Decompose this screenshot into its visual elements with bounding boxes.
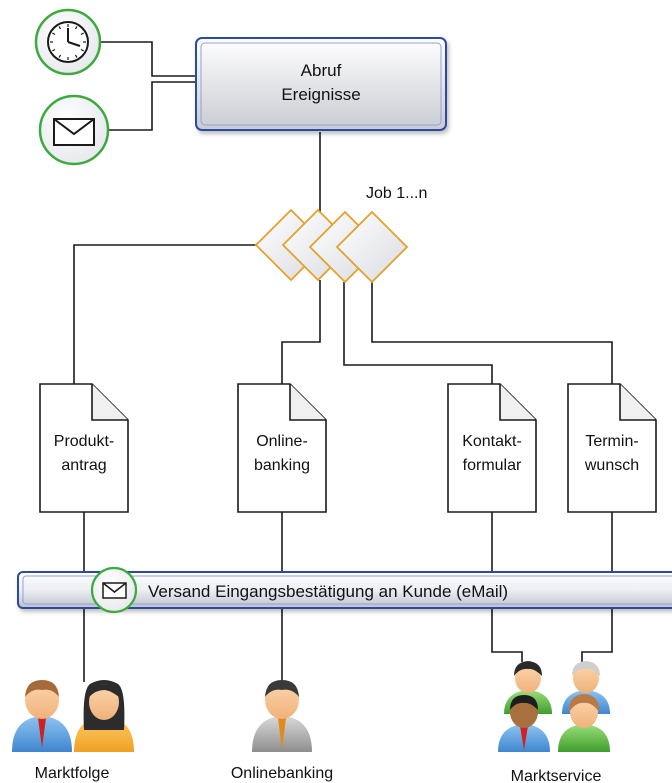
mail-connector	[108, 81, 198, 131]
job-label: Job 1...n	[366, 185, 427, 202]
notification-bar-label: Versand Eingangsbestätigung an Kunde (eM…	[148, 582, 508, 601]
recipient-label-marktfolge: Marktfolge	[35, 765, 110, 782]
document-label-line1: Produkt-	[54, 433, 114, 450]
person-male-icon	[498, 695, 550, 752]
notification-bar	[17, 571, 672, 609]
document-onlinebanking	[237, 383, 327, 513]
clock-trigger	[34, 8, 102, 76]
document-kontaktformular	[447, 383, 537, 513]
marktfolge-group-icon	[12, 680, 134, 752]
document-produktantrag	[39, 383, 129, 513]
person-male-icon	[12, 680, 72, 752]
branch-produktantrag	[73, 244, 262, 384]
recipient-label-onlinebanking: Onlinebanking	[231, 765, 333, 782]
marktservice-group-icon	[498, 661, 610, 752]
document-label-line1: Termin-	[585, 433, 638, 450]
branch-kontaktformular	[343, 282, 493, 384]
onlinebanking-person-icon	[252, 680, 312, 752]
start-box-line2: Ereignisse	[281, 85, 360, 104]
document-label-line1: Online-	[256, 433, 308, 450]
envelope-icon	[102, 582, 127, 599]
document-terminwunsch	[567, 383, 657, 513]
branch-onlinebanking	[281, 280, 321, 384]
document-label-line2: formular	[463, 457, 522, 474]
document-label-line1: Kontakt-	[462, 433, 522, 450]
start-box-line1: Abruf	[301, 61, 342, 80]
document-label-line2: wunsch	[584, 457, 639, 474]
document-label-line2: antrag	[61, 457, 106, 474]
job-diamonds	[254, 208, 409, 284]
clock-icon	[47, 21, 89, 63]
notification-mail-badge	[90, 566, 138, 614]
person-female-icon	[74, 680, 134, 752]
branch-terminwunsch	[371, 282, 613, 384]
job-diamond-4	[335, 210, 409, 284]
mail-trigger	[38, 94, 110, 166]
document-label-line2: banking	[254, 457, 310, 474]
envelope-icon	[53, 118, 95, 146]
start-box	[195, 37, 447, 131]
recipient-label-marktservice: Marktservice	[511, 768, 602, 783]
person-female-icon	[558, 694, 610, 752]
clock-connector	[100, 41, 198, 77]
